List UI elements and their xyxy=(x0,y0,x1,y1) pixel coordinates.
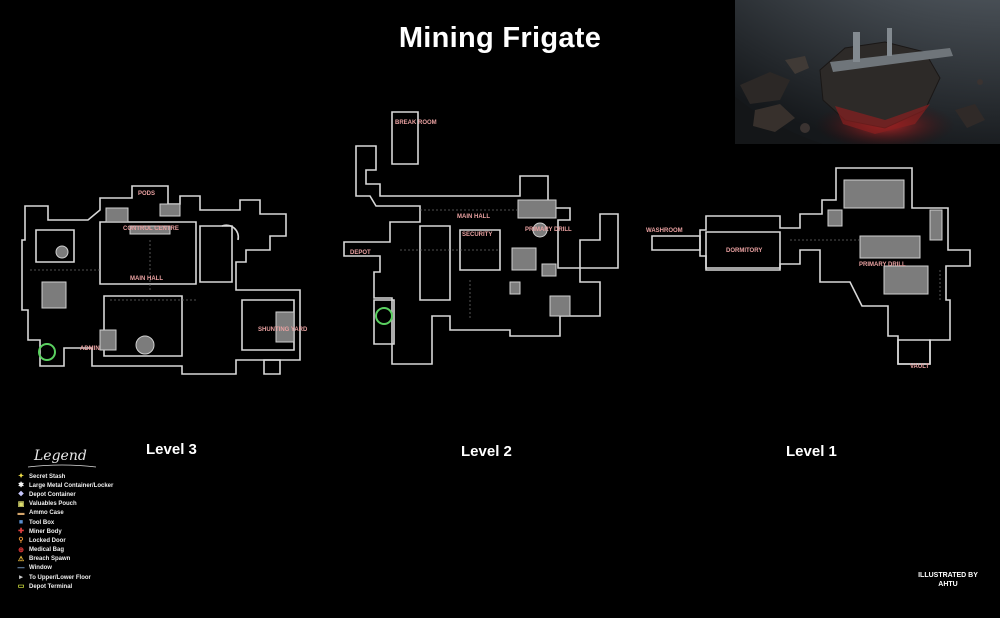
floor-plans: PODS CONTROL CENTRE MAIN HALL ADMIN SHUN… xyxy=(21,111,971,375)
legend-item-tool-box: ■Tool Box xyxy=(16,518,196,527)
ammo-case-icon: ▬ xyxy=(17,509,25,517)
credit-line2: AHTU xyxy=(938,581,958,588)
legend-item-secret-stash: ✦Secret Stash xyxy=(16,472,196,481)
legend-item-locker: ✱Large Metal Container/Locker xyxy=(16,481,196,490)
room-label: WASHROOM xyxy=(646,228,683,234)
legend-item-medical-bag: ⊕Medical Bag xyxy=(16,546,196,555)
tool-box-icon: ■ xyxy=(18,519,24,527)
room-label: MAIN HALL xyxy=(130,276,163,282)
legend-item-valuables-pouch: ▣Valuables Pouch xyxy=(17,500,77,508)
room-label: CONTROL CENTRE xyxy=(123,226,179,232)
legend-item-window: —Window xyxy=(17,564,52,572)
room-label: PRIMARY DRILL xyxy=(859,262,906,268)
level-2-map: BREAK ROOM MAIN HALL SECURITY PRIMARY DR… xyxy=(343,111,619,365)
credit-line1: ILLUSTRATED BY xyxy=(918,572,978,579)
room-label: BREAK ROOM xyxy=(395,120,437,126)
legend-item-depot-container: ❖Depot Container xyxy=(17,491,76,499)
legend-item-ammo-case: ▬Ammo Case xyxy=(17,509,64,517)
credit: ILLUSTRATED BY AHTU xyxy=(906,571,990,589)
level-2-label: Level 2 xyxy=(461,443,512,460)
room-label: SHUNTING YARD xyxy=(258,327,308,333)
page-title: Mining Frigate xyxy=(398,22,602,54)
locker-icon: ✱ xyxy=(18,482,24,490)
level-1-label: Level 1 xyxy=(786,443,837,460)
stairs-icon: ▸ xyxy=(19,574,23,582)
level-3-label: Level 3 xyxy=(146,441,197,458)
locked-door-icon: ⚲ xyxy=(18,537,24,545)
secret-stash-icon: ✦ xyxy=(18,473,24,481)
miner-body-icon: ✚ xyxy=(18,528,24,536)
depot-terminal-icon: ▭ xyxy=(17,583,25,591)
depot-container-icon: ❖ xyxy=(17,491,25,499)
level-1-map: WASHROOM DORMITORY PRIMARY DRILL VAULT xyxy=(646,167,971,370)
map-legend: Legend ✦Secret Stash ✱Large Metal Contai… xyxy=(16,448,196,591)
level-3-map: PODS CONTROL CENTRE MAIN HALL ADMIN SHUN… xyxy=(21,185,308,375)
room-label: MAIN HALL xyxy=(457,214,490,220)
room-label: PRIMARY DRILL xyxy=(525,227,572,233)
legend-item-depot-terminal: ▭Depot Terminal xyxy=(17,583,73,591)
legend-item-miner-body: ✚Miner Body xyxy=(16,527,196,536)
legend-underline-icon xyxy=(27,464,97,468)
room-label: ADMIN xyxy=(80,346,100,352)
window-icon: — xyxy=(17,564,25,572)
room-label: SECURITY xyxy=(462,232,492,238)
legend-item-locked-door: ⚲Locked Door xyxy=(16,536,196,545)
room-label: VAULT xyxy=(910,364,929,370)
medical-bag-icon: ⊕ xyxy=(18,546,24,554)
legend-title: Legend xyxy=(34,448,87,464)
room-label: DORMITORY xyxy=(726,248,762,254)
frigate-thumbnail-image xyxy=(735,0,1000,144)
legend-item-breach-spawn: ⚠Breach Spawn xyxy=(17,555,71,563)
breach-spawn-icon: ⚠ xyxy=(17,555,25,563)
legend-item-stairs: ▸To Upper/Lower Floor xyxy=(16,573,196,582)
room-label: DEPOT xyxy=(350,250,371,256)
valuables-pouch-icon: ▣ xyxy=(17,500,25,508)
room-label: PODS xyxy=(138,191,155,197)
